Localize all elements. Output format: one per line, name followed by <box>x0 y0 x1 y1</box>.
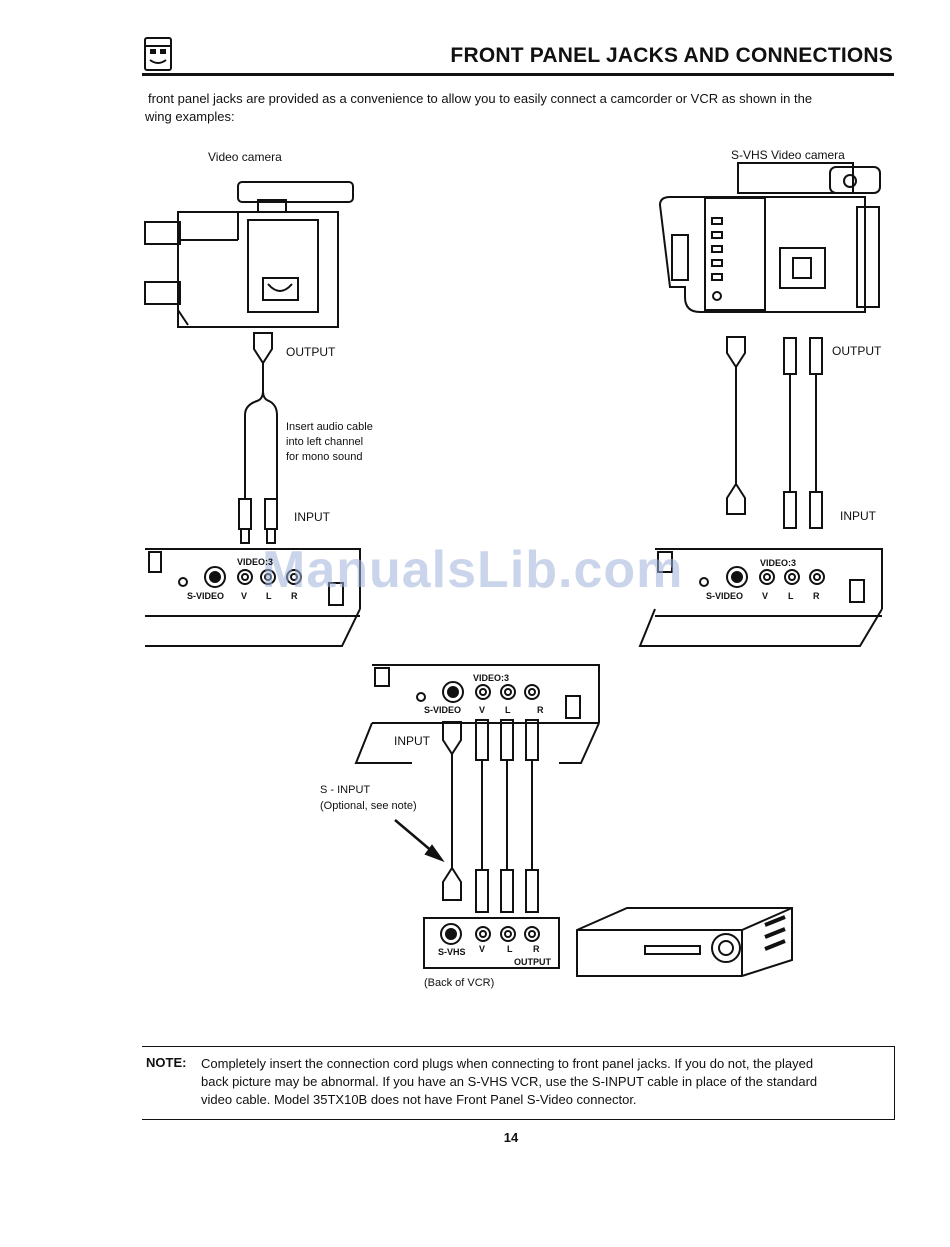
vcr-jack-r: R <box>533 944 540 954</box>
vcr-icon <box>576 907 793 977</box>
left-input-label: INPUT <box>294 510 330 524</box>
title-rule <box>142 73 894 76</box>
left-y-cable <box>244 363 278 499</box>
right-front-panel <box>638 548 883 647</box>
watermark: ManualsLib.com <box>262 541 684 599</box>
left-input-plug-2 <box>264 498 278 544</box>
right-svideo-cable <box>726 336 746 515</box>
bottom-jack-v: V <box>479 705 486 715</box>
left-jack-l: L <box>266 591 272 601</box>
bottom-jack-svideo: S-VIDEO <box>424 705 462 715</box>
vcr-back-panel <box>423 917 560 969</box>
note-box <box>142 1046 895 1120</box>
left-jack-svideo: S-VIDEO <box>187 591 225 601</box>
right-input-label: INPUT <box>840 509 876 523</box>
vcr-caption: (Back of VCR) <box>424 977 495 989</box>
right-jack-v: V <box>762 591 769 601</box>
right-jack-svideo: S-VIDEO <box>706 591 744 601</box>
right-audio-plug-top-2 <box>809 337 823 375</box>
video-camera-icon <box>144 181 354 328</box>
right-panel-video: VIDEO:3 <box>760 558 797 568</box>
s-input-label: S - INPUT <box>320 784 371 796</box>
s-input-note: (Optional, see note) <box>320 800 417 812</box>
right-audio-cables <box>789 374 817 492</box>
vcr-jack-svhs: S-VHS <box>438 947 466 957</box>
bottom-input-label: INPUT <box>394 734 430 748</box>
bottom-jack-l: L <box>505 705 511 715</box>
left-output-plug-icon <box>253 332 273 365</box>
right-audio-plug-top-1 <box>783 337 797 375</box>
note-line-1: Completely insert the connection cord pl… <box>201 1056 814 1071</box>
right-audio-plug-bottom-2 <box>809 491 823 529</box>
left-jack-r: R <box>291 591 298 601</box>
intro-line-1: front panel jacks are provided as a conv… <box>148 91 813 106</box>
right-jack-r: R <box>813 591 820 601</box>
note-line-2: back picture may be abnormal. If you hav… <box>201 1074 818 1089</box>
vcr-jack-v: V <box>479 944 486 954</box>
bottom-jack-r: R <box>537 705 544 715</box>
vcr-jack-l: L <box>507 944 513 954</box>
right-camera-label: S-VHS Video camera <box>731 148 845 162</box>
left-front-panel <box>145 548 361 647</box>
page-title: FRONT PANEL JACKS AND CONNECTIONS <box>450 44 893 67</box>
intro-line-2: wing examples: <box>145 109 235 124</box>
svhs-camera-icon <box>658 162 881 313</box>
left-jack-v: V <box>241 591 248 601</box>
vcr-output-label: OUTPUT <box>514 957 551 967</box>
left-panel-video: VIDEO:3 <box>237 557 274 567</box>
left-camera-label: Video camera <box>208 150 282 164</box>
left-note-line-3: for mono sound <box>286 451 363 463</box>
note-text: Completely insert the connection cord pl… <box>201 1055 891 1109</box>
left-input-plug-1 <box>238 498 252 544</box>
note-line-3: video cable. Model 35TX10B does not have… <box>201 1092 637 1107</box>
right-jack-l: L <box>788 591 794 601</box>
left-output-label: OUTPUT <box>286 345 336 359</box>
bottom-front-panel <box>354 664 600 764</box>
intro-paragraph: front panel jacks are provided as a conv… <box>145 90 908 126</box>
left-note-line-1: Insert audio cable <box>286 421 373 433</box>
bottom-panel-video: VIDEO:3 <box>473 673 510 683</box>
right-audio-plug-bottom-1 <box>783 491 797 529</box>
note-label: NOTE: <box>146 1055 187 1070</box>
bottom-svideo-cable <box>442 721 462 901</box>
left-note-line-2: into left channel <box>286 436 364 448</box>
page-number: 14 <box>503 1130 519 1145</box>
right-output-label: OUTPUT <box>832 344 882 358</box>
